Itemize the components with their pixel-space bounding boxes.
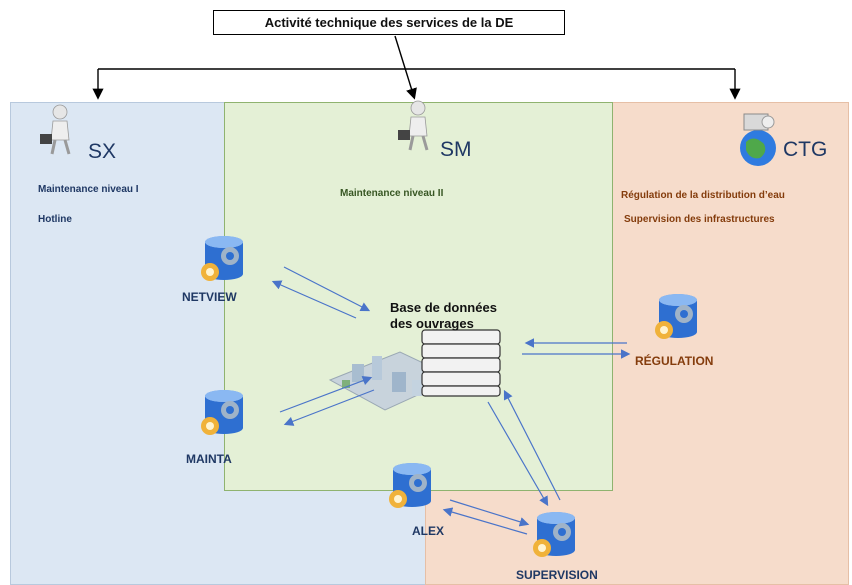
netview-label: NETVIEW [182,290,237,304]
database-gear-icon-netview [201,236,243,281]
regulation-label: RÉGULATION [635,354,714,368]
database-gear-icon-alex [389,463,431,508]
central-database-label-line2: des ouvrages [390,316,474,331]
person-at-computer-globe-icon [740,113,776,166]
database-gear-icon-supervision [533,512,575,557]
arrow-supervision-to-alex [442,507,528,535]
arrow-db-to-netview [271,280,357,319]
arrow-netview-to-db [283,266,371,312]
arrow-supervision-to-db [503,389,561,501]
arrow-to-sm [394,35,417,100]
mainta-label: MAINTA [186,452,232,466]
ctg-note-2: Supervision des infrastructures [624,214,775,225]
alex-label: ALEX [412,524,445,538]
server-stack-icon [421,329,501,397]
sm-label: SM [440,138,472,161]
supervision-label: SUPERVISION [516,568,598,582]
database-gear-icon-mainta [201,390,243,435]
ctg-note-1: Régulation de la distribution d’eau [621,190,785,201]
central-database-label-line1: Base de données [390,300,497,315]
arrow-mainta-to-db [279,376,373,413]
central-database-label: Base de données des ouvrages [390,300,497,332]
arrow-db-to-supervision [487,401,549,507]
ctg-label: CTG [783,138,828,161]
person-with-briefcase-icon-sm [396,99,429,152]
person-with-briefcase-icon-sx [38,103,71,156]
diagram-title: Activité technique des services de la DE [213,10,565,35]
sx-note-2: Hotline [38,214,72,225]
sx-note-1: Maintenance niveau I [38,184,139,195]
database-gear-icon-regulation [655,294,697,339]
arrow-alex-to-supervision [449,499,530,527]
arrow-db-to-mainta [283,389,375,426]
sx-label: SX [88,140,117,163]
sm-note-1: Maintenance niveau II [340,188,444,199]
